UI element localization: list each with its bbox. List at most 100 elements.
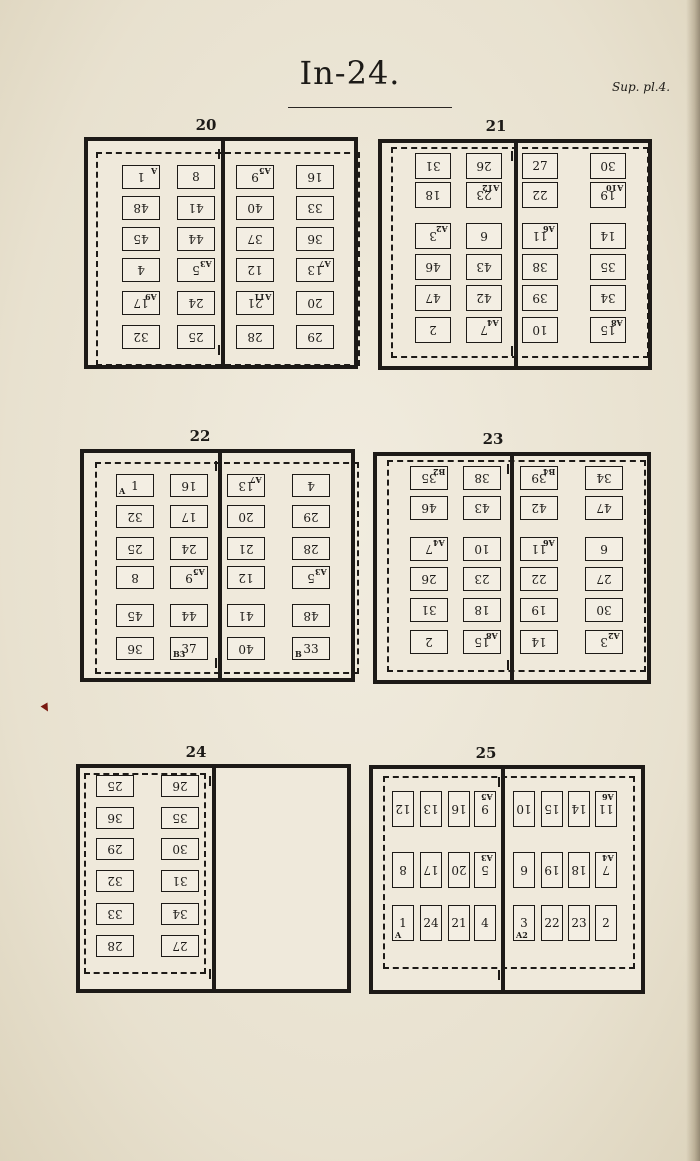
page-number: 35 <box>600 260 616 274</box>
signature-mark: B <box>295 649 302 659</box>
page-box: 38 <box>463 466 501 490</box>
plate-reference: Sup. pl.4. <box>612 80 671 94</box>
page-box: 31 <box>415 153 451 179</box>
page-box: 29 <box>296 325 334 349</box>
page-box: 16 <box>296 165 334 189</box>
page-box: 37 <box>236 227 274 251</box>
page-number: 9 <box>481 802 489 816</box>
fold-tick <box>511 346 513 356</box>
fold-tick <box>215 461 217 471</box>
figure-number: 25 <box>475 744 497 762</box>
page-box: 41 <box>177 196 215 220</box>
page-box: 13 <box>420 791 442 827</box>
page-box: 48 <box>292 604 330 627</box>
page-box: 18 <box>415 182 451 208</box>
signature-mark: A5 <box>481 792 493 802</box>
page-box: 38 <box>522 254 558 280</box>
signature-mark: A3 <box>200 259 212 269</box>
page-number: 43 <box>476 260 492 274</box>
page-number: 24 <box>181 541 197 556</box>
page-number: 8 <box>192 170 200 184</box>
figure-number: 23 <box>482 430 504 448</box>
page-box: 45 <box>122 227 160 251</box>
page-box: 40 <box>236 196 274 220</box>
page-box: 6 <box>585 537 623 561</box>
page-box: 2 <box>415 317 451 343</box>
page-number: 10 <box>516 802 532 816</box>
page-number: 30 <box>600 159 616 173</box>
figure-number: 20 <box>195 116 217 134</box>
fold-line <box>510 456 514 680</box>
page-box: 16 <box>170 474 208 497</box>
page-box: 22 <box>520 567 558 591</box>
fold-tick <box>218 345 220 355</box>
page-number: 14 <box>531 635 547 649</box>
page-box: 43 <box>466 254 502 280</box>
page-box: 17 <box>420 852 442 888</box>
page-number: 43 <box>474 501 490 515</box>
page-box: 47 <box>415 285 451 311</box>
page-number: 25 <box>188 330 204 344</box>
page-number: 10 <box>532 323 548 337</box>
page-box: 12 <box>392 791 414 827</box>
page-number: 2 <box>602 916 610 930</box>
page-number: 6 <box>520 863 528 877</box>
page-box: 25 <box>177 325 215 349</box>
page-number: 7 <box>602 863 610 877</box>
page-number: 5 <box>481 863 489 877</box>
page-number: 4 <box>481 916 489 930</box>
page-box: 10 <box>513 791 535 827</box>
page-box: 19 <box>520 598 558 622</box>
page-box: 31 <box>161 870 199 892</box>
page-box: 4 <box>292 474 330 497</box>
signature-mark: A5 <box>259 166 271 176</box>
page-number: 27 <box>596 572 612 586</box>
page-number: 18 <box>571 863 587 877</box>
page-number: 36 <box>307 232 323 246</box>
fold-tick <box>498 970 500 980</box>
page-box: 21 <box>448 905 470 941</box>
page-box: 19 <box>541 852 563 888</box>
figure-number: 21 <box>485 117 507 135</box>
signature-mark: A2 <box>516 930 528 940</box>
page-number: 30 <box>596 603 612 617</box>
page-box: 24 <box>170 537 208 560</box>
page-number: 26 <box>172 779 188 793</box>
page-number: 10 <box>474 542 490 556</box>
page-box: 27 <box>522 153 558 179</box>
signature-mark: A6 <box>602 792 614 802</box>
signature-mark: A12 <box>481 183 499 193</box>
page-box: 17 <box>170 505 208 528</box>
fold-tick <box>498 777 500 787</box>
signature-mark: A7 <box>319 259 331 269</box>
page-number: 18 <box>425 188 441 202</box>
page-box: 14 <box>568 791 590 827</box>
page-number: 33 <box>303 641 319 656</box>
page-number: 33 <box>107 907 123 921</box>
page-number: 44 <box>188 232 204 246</box>
page-box: 39 <box>522 285 558 311</box>
page-number: 36 <box>107 811 123 825</box>
page-box: 36 <box>96 807 134 829</box>
signature-mark: A7 <box>250 475 262 485</box>
page-box: 33 <box>296 196 334 220</box>
page-box: 6 <box>513 852 535 888</box>
signature-mark: B2 <box>432 467 445 477</box>
page-number: 42 <box>476 291 492 305</box>
signature-mark: A6 <box>543 538 555 548</box>
page-number: 12 <box>238 570 254 585</box>
page-box: 27 <box>585 567 623 591</box>
page-box: 24 <box>177 291 215 315</box>
page-box: 15 <box>541 791 563 827</box>
page-number: 8 <box>131 570 139 585</box>
page-number: 11 <box>598 802 614 816</box>
page-number: 13 <box>423 802 439 816</box>
